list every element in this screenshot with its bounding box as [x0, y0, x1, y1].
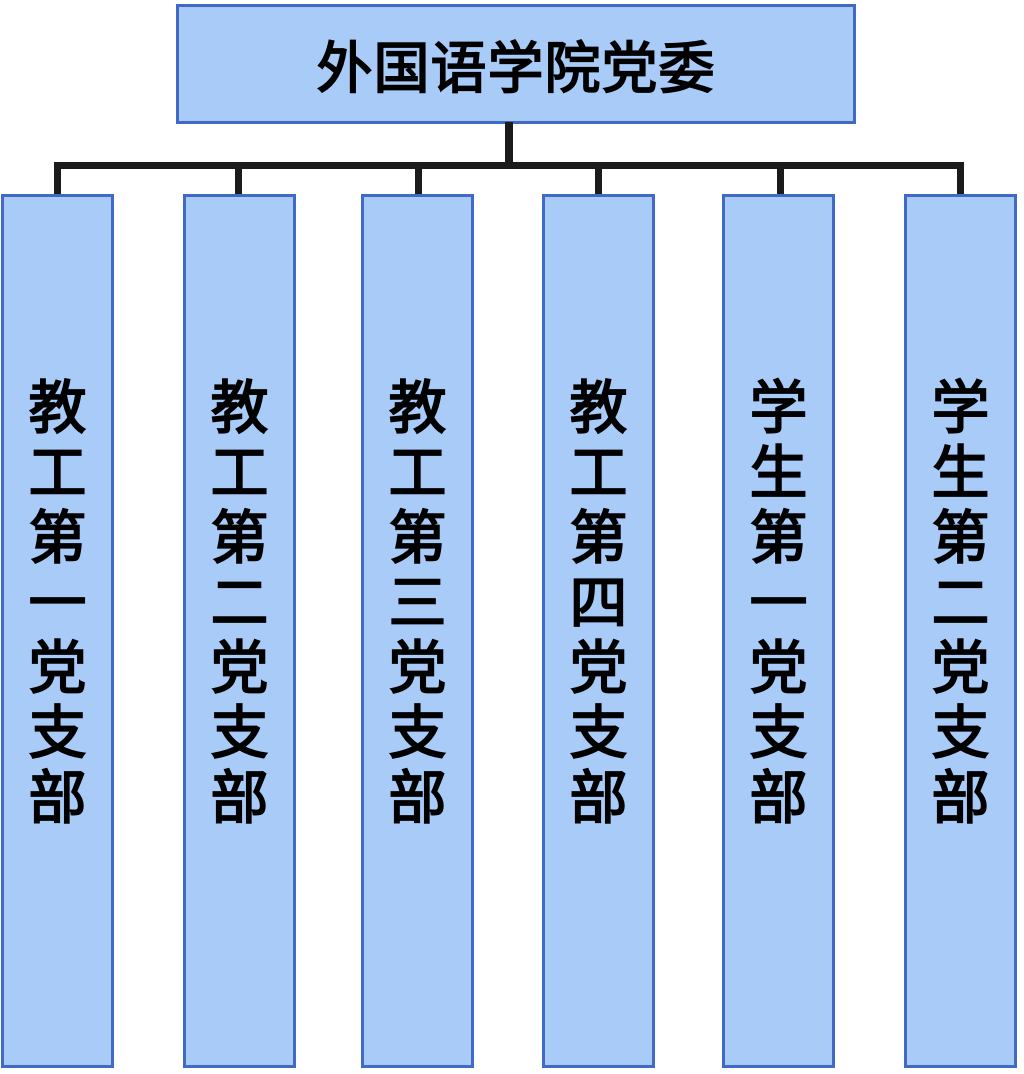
- branch-node-label: 教工第三党支部: [388, 375, 447, 831]
- root-node-label: 外国语学院党委: [316, 36, 716, 100]
- branch-node-student-1: 学生第一党支部: [722, 194, 835, 1068]
- branch-node-label: 学生第一党支部: [749, 375, 808, 831]
- connector-drop-2: [235, 162, 242, 196]
- root-node: 外国语学院党委: [176, 4, 856, 124]
- connector-drop-5: [777, 162, 784, 196]
- connector-drop-4: [595, 162, 602, 196]
- connector-drop-3: [415, 162, 422, 196]
- connector-drop-6: [957, 162, 964, 196]
- branch-node-faculty-4: 教工第四党支部: [542, 194, 655, 1068]
- connector-drop-1: [54, 162, 61, 196]
- branch-node-faculty-3: 教工第三党支部: [361, 194, 474, 1068]
- connector-root-stub: [505, 122, 513, 168]
- branch-node-faculty-1: 教工第一党支部: [1, 194, 114, 1068]
- branch-node-label: 教工第四党支部: [569, 375, 628, 831]
- connector-horizontal: [54, 162, 964, 169]
- branch-node-label: 学生第二党支部: [931, 375, 990, 831]
- branch-node-student-2: 学生第二党支部: [904, 194, 1017, 1068]
- branch-node-label: 教工第二党支部: [210, 375, 269, 831]
- branch-node-label: 教工第一党支部: [28, 375, 87, 831]
- branch-node-faculty-2: 教工第二党支部: [183, 194, 296, 1068]
